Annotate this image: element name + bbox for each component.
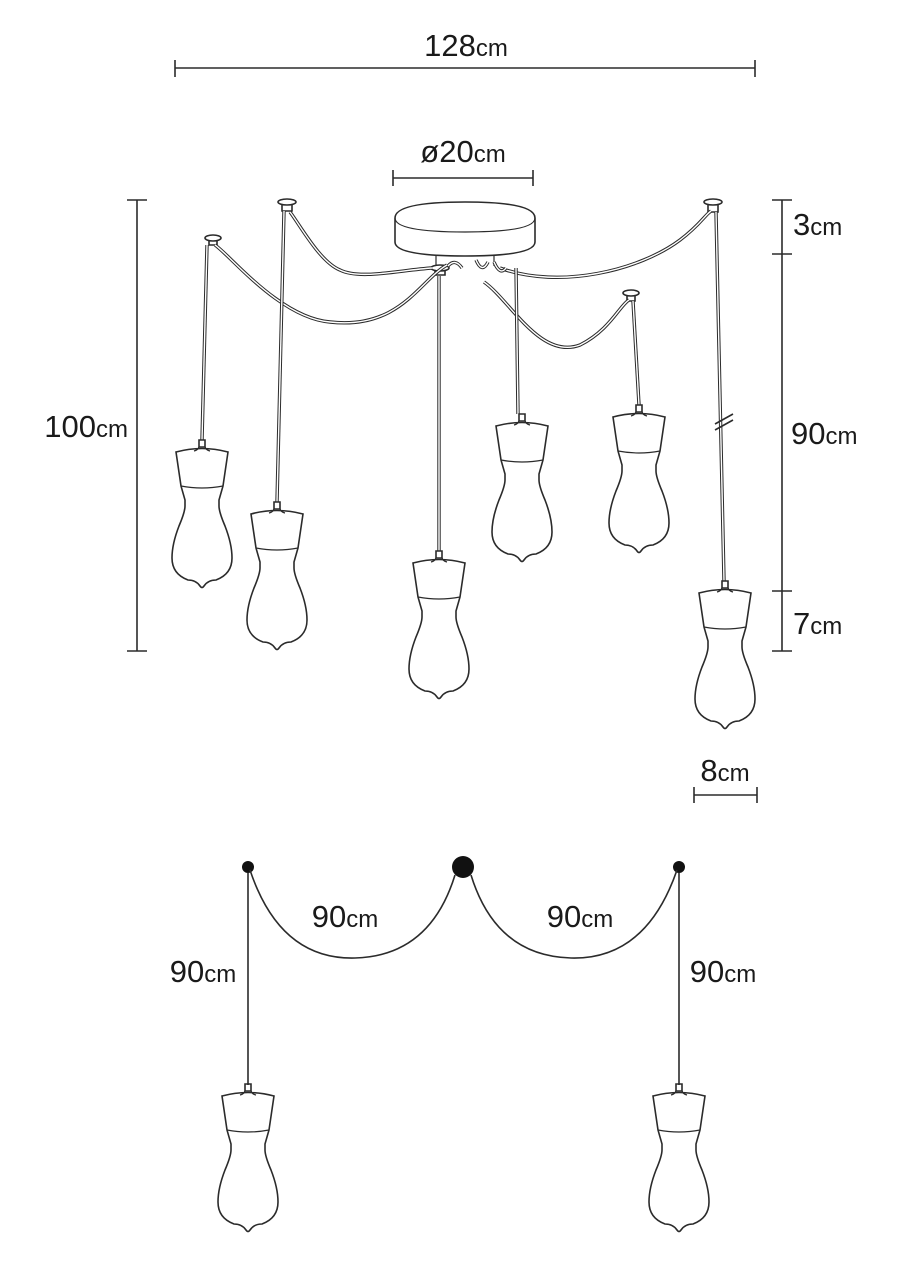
shade-width-dimension: 8cm	[693, 753, 758, 803]
hook-icon	[622, 289, 640, 302]
shade-height-label: 7cm	[793, 606, 842, 641]
canopy-diameter-label: ø20cm	[420, 134, 505, 169]
cable-detail: 90cm 90cm 90cm 90cm	[170, 856, 756, 1233]
hook-icon	[277, 198, 297, 212]
right-drop-label: 90cm	[690, 954, 756, 989]
lamp-shade-icon	[491, 413, 553, 563]
total-width-label: 128cm	[424, 28, 508, 63]
shade-width-label: 8cm	[700, 753, 749, 788]
hook-point-icon	[673, 861, 685, 873]
lamp-shade-icon	[608, 404, 670, 554]
total-height-dimension: 100cm	[44, 199, 147, 652]
lamp-shades	[171, 404, 756, 730]
hook-point-icon	[242, 861, 254, 873]
total-height-label: 100cm	[44, 409, 128, 444]
right-span-label: 90cm	[547, 899, 613, 934]
left-drop-label: 90cm	[170, 954, 236, 989]
total-width-dimension: 128cm	[174, 28, 756, 77]
lamp-shade-icon	[217, 1083, 279, 1233]
cable-length-label: 90cm	[791, 416, 857, 451]
lamp-shade-icon	[246, 501, 308, 651]
right-height-dimension: 3cm 90cm 7cm	[772, 199, 857, 652]
canopy-height-label: 3cm	[793, 207, 842, 242]
left-span-label: 90cm	[312, 899, 378, 934]
canopy-point-icon	[452, 856, 474, 878]
lamp-shade-icon	[694, 580, 756, 730]
cables	[200, 209, 734, 582]
lamp-shade-icon	[408, 550, 470, 700]
lamp-shade-icon	[648, 1083, 710, 1233]
hook-icon	[204, 234, 222, 246]
canopy-diameter-dimension: ø20cm	[392, 134, 534, 186]
ceiling-canopy	[394, 201, 536, 266]
hook-icon	[703, 198, 723, 213]
lamp-shade-icon	[171, 439, 233, 589]
